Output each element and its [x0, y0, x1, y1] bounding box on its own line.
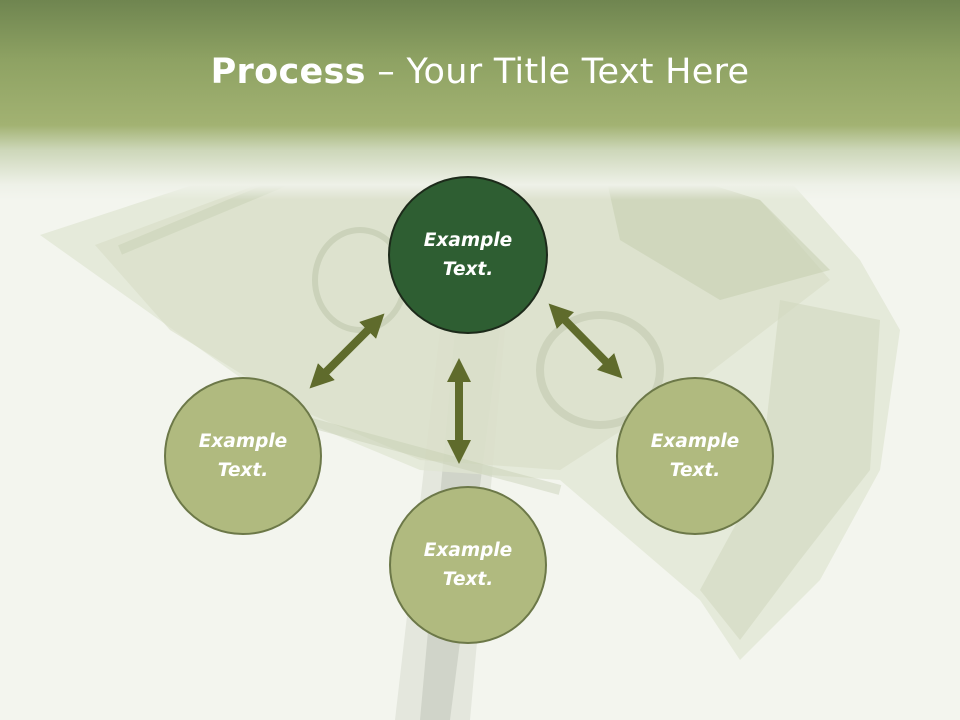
- node-right-text-line2: Text.: [669, 460, 721, 481]
- hub-node-top[interactable]: Example Text.: [388, 176, 548, 334]
- node-left[interactable]: Example Text.: [164, 377, 322, 535]
- header-band: [0, 0, 960, 200]
- title-bold: Process: [210, 52, 366, 92]
- arrow-top-right: [548, 303, 623, 379]
- hub-node-text-line2: Text.: [442, 259, 494, 280]
- node-bottom[interactable]: Example Text.: [389, 486, 547, 644]
- slide-title: Process – Your Title Text Here: [0, 52, 960, 92]
- node-bottom-text-line2: Text.: [442, 569, 494, 590]
- node-bottom-text-line1: Example: [423, 540, 513, 561]
- title-rest: – Your Title Text Here: [365, 52, 750, 92]
- hub-node-text-line1: Example: [423, 230, 513, 251]
- node-right[interactable]: Example Text.: [616, 377, 774, 535]
- node-left-text-line1: Example: [198, 431, 288, 452]
- arrow-top-left: [309, 313, 385, 389]
- node-right-text-line1: Example: [650, 431, 740, 452]
- node-left-text-line2: Text.: [217, 460, 269, 481]
